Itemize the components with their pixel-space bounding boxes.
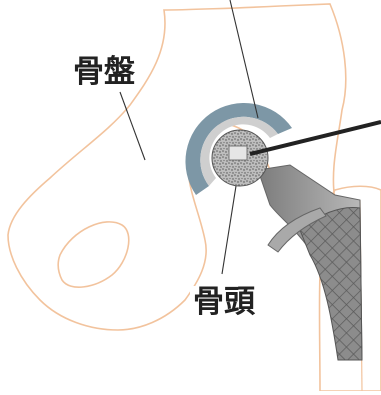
pelvis-outline (8, 4, 346, 330)
top-leader-line (230, 0, 258, 118)
cement-mantle (300, 207, 362, 360)
head-leader-line (222, 186, 236, 274)
femoral-head-label: 骨頭 (190, 286, 258, 319)
obturator-foramen-outline (58, 222, 129, 287)
head-marker (229, 146, 247, 160)
pelvis-label: 骨盤 (70, 56, 138, 89)
